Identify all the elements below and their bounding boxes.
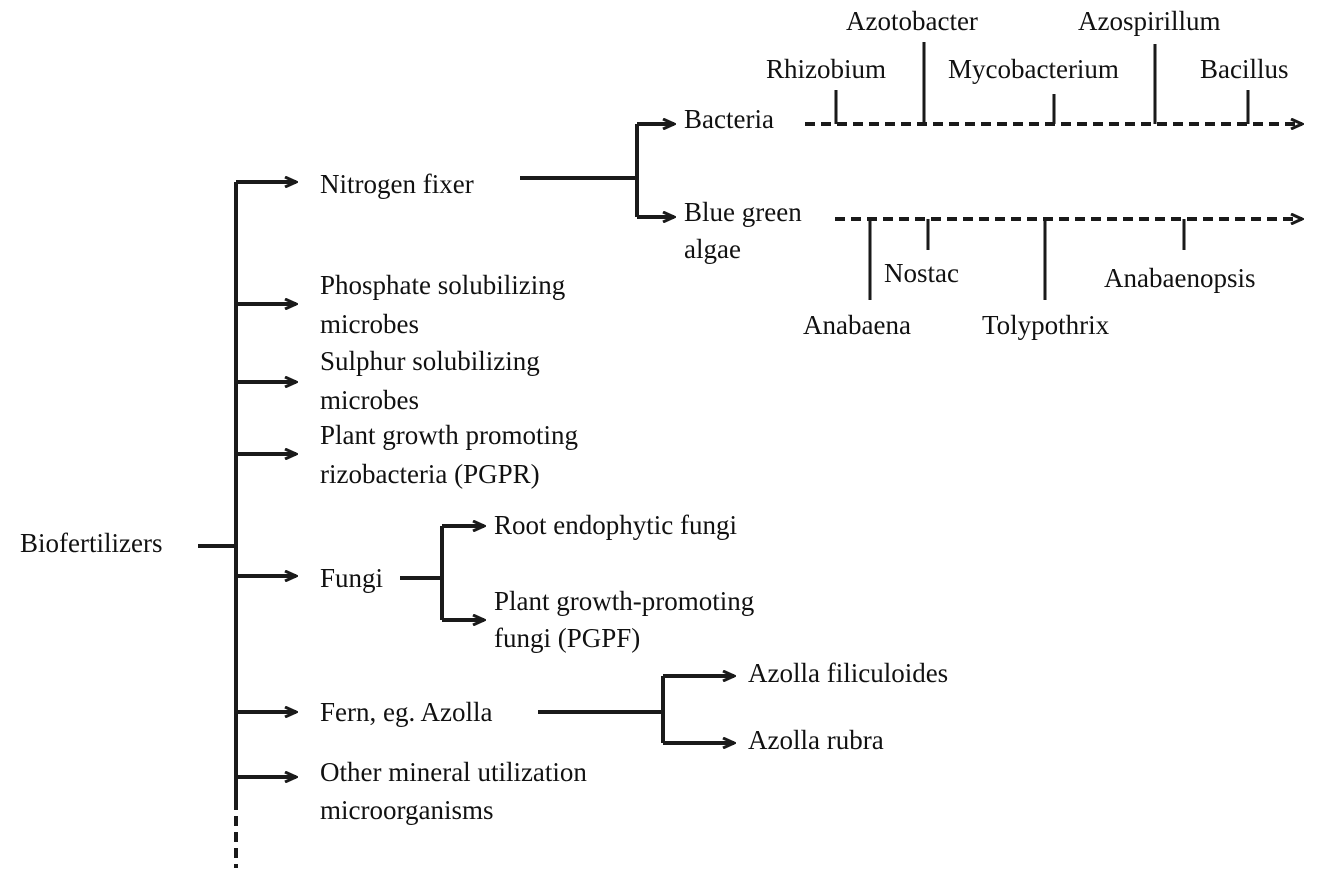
category-sulphur-line2: microbes — [320, 385, 419, 415]
category-phosphate-line2: microbes — [320, 309, 419, 339]
bacteria-bacillus: Bacillus — [1200, 54, 1289, 84]
category-pgpr-line1: Plant growth promoting — [320, 420, 578, 450]
bga-tolypothrix: Tolypothrix — [982, 310, 1110, 340]
azolla-filiculoides: Azolla filiculoides — [748, 658, 949, 688]
fungi-pgpf-line2: fungi (PGPF) — [494, 623, 641, 653]
bga-nostac: Nostac — [884, 258, 959, 288]
nitrogen-bga-line1: Blue green — [684, 197, 802, 227]
bacteria-mycobacterium: Mycobacterium — [948, 54, 1119, 84]
category-other-line1: Other mineral utilization — [320, 757, 587, 787]
bacteria-azotobacter: Azotobacter — [846, 6, 978, 36]
category-nitrogen-fixer: Nitrogen fixer — [320, 169, 474, 199]
nitrogen-bga-line2: algae — [684, 234, 741, 264]
category-pgpr-line2: rizobacteria (PGPR) — [320, 459, 540, 489]
fungi-pgpf-line1: Plant growth-promoting — [494, 586, 755, 616]
nitrogen-bacteria: Bacteria — [684, 104, 774, 134]
category-phosphate-line1: Phosphate solubilizing — [320, 270, 566, 300]
category-fern: Fern, eg. Azolla — [320, 697, 493, 727]
bacteria-azospirillum: Azospirillum — [1078, 6, 1221, 36]
azolla-rubra: Azolla rubra — [748, 725, 884, 755]
category-fungi: Fungi — [320, 563, 384, 593]
category-sulphur-line1: Sulphur solubilizing — [320, 346, 540, 376]
root-label: Biofertilizers — [20, 528, 163, 558]
fungi-root-endophytic: Root endophytic fungi — [494, 510, 737, 540]
bacteria-rhizobium: Rhizobium — [766, 54, 886, 84]
bga-anabaena: Anabaena — [803, 310, 911, 340]
category-other-line2: microorganisms — [320, 795, 494, 825]
bga-anabaenopsis: Anabaenopsis — [1104, 263, 1256, 293]
